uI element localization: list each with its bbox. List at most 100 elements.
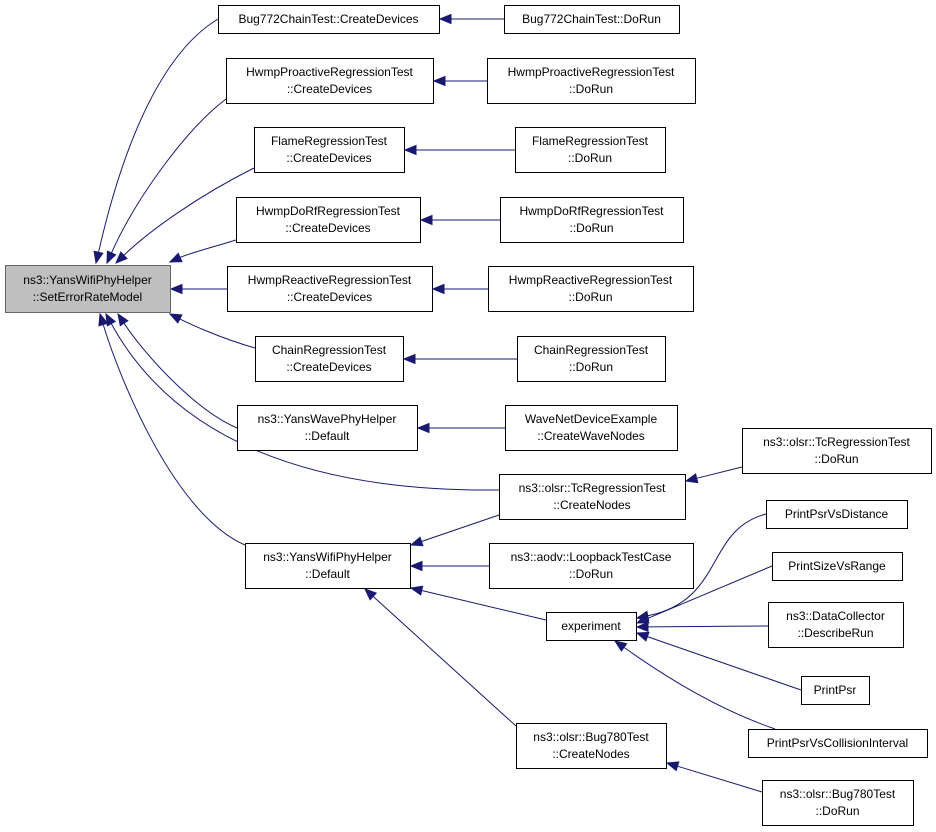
node-box[interactable] — [254, 127, 405, 173]
node-size-range[interactable]: PrintSizeVsRange — [772, 552, 903, 581]
node-label: ns3::YansWifiPhyHelper — [23, 273, 152, 287]
node-label: ns3::olsr::TcRegressionTest — [519, 481, 666, 495]
node-root[interactable]: ns3::YansWifiPhyHelper::SetErrorRateMode… — [5, 265, 171, 313]
node-box[interactable] — [762, 780, 914, 826]
node-box[interactable] — [255, 336, 404, 382]
node-hwmpdorf-create[interactable]: HwmpDoRfRegressionTest::CreateDevices — [236, 197, 421, 243]
call-edge-wave_nodes-to-wave_default — [416, 422, 505, 434]
node-datacollector[interactable]: ns3::DataCollector::DescribeRun — [768, 602, 904, 648]
node-flame-dorun[interactable]: FlameRegressionTest::DoRun — [515, 127, 666, 173]
node-label: PrintPsr — [814, 683, 857, 697]
node-box[interactable] — [227, 266, 433, 312]
node-bug780-dorun[interactable]: ns3::olsr::Bug780Test::DoRun — [762, 780, 914, 826]
node-bug772-create[interactable]: Bug772ChainTest::CreateDevices — [218, 5, 440, 34]
edge-arrowhead — [402, 353, 416, 365]
edge-line — [372, 596, 517, 727]
node-chain-create[interactable]: ChainRegressionTest::CreateDevices — [255, 336, 404, 382]
call-edge-tc_create-to-root — [105, 312, 500, 491]
node-box[interactable] — [772, 552, 903, 581]
edge-arrowhead — [168, 313, 183, 324]
edge-arrowhead — [665, 761, 680, 772]
edge-line — [111, 98, 227, 254]
node-box[interactable] — [505, 405, 678, 451]
call-edge-hwmppro_create-to-root — [106, 98, 227, 265]
node-label: ::DoRun — [569, 360, 613, 374]
call-nodes: ns3::YansWifiPhyHelper::SetErrorRateMode… — [5, 5, 932, 826]
edge-arrowhead — [98, 312, 109, 327]
node-box[interactable] — [236, 197, 421, 243]
node-flame-create[interactable]: FlameRegressionTest::CreateDevices — [254, 127, 405, 173]
node-box[interactable] — [742, 428, 932, 474]
call-edge-hwmpreact_dorun-to-hwmpreact_create — [431, 283, 488, 295]
node-label: ::CreateWaveNodes — [537, 429, 645, 443]
node-box[interactable] — [766, 500, 908, 529]
node-label: ::DoRun — [569, 221, 613, 235]
call-edge-hwmppro_dorun-to-hwmppro_create — [432, 75, 487, 87]
node-box[interactable] — [768, 602, 904, 648]
call-edge-psr_collision-to-experiment — [613, 640, 776, 730]
node-box[interactable] — [515, 127, 666, 173]
node-label: ::SetErrorRateModel — [33, 290, 142, 304]
node-box[interactable] — [500, 197, 684, 243]
node-box[interactable] — [237, 405, 418, 451]
node-label: ChainRegressionTest — [534, 343, 649, 357]
node-tc-dorun[interactable]: ns3::olsr::TcRegressionTest::DoRun — [742, 428, 932, 474]
node-hwmpreact-create[interactable]: HwmpReactiveRegressionTest::CreateDevice… — [227, 266, 433, 312]
call-edge-bug780_create-to-yans_default — [364, 588, 517, 727]
call-edge-chain_create-to-root — [168, 313, 256, 349]
node-label: ::CreateDevices — [286, 360, 371, 374]
node-box[interactable] — [748, 729, 928, 758]
node-printpsr[interactable]: PrintPsr — [801, 676, 870, 705]
node-box[interactable] — [516, 723, 667, 769]
node-bug780-create[interactable]: ns3::olsr::Bug780Test::CreateNodes — [516, 723, 667, 769]
node-chain-dorun[interactable]: ChainRegressionTest::DoRun — [517, 336, 666, 382]
call-edge-hwmpdorf_create-to-root — [168, 239, 237, 263]
node-box[interactable] — [226, 58, 434, 104]
node-hwmppro-dorun[interactable]: HwmpProactiveRegressionTest::DoRun — [487, 58, 696, 104]
edge-line — [647, 636, 802, 691]
node-box[interactable] — [487, 58, 696, 104]
node-psr-collision[interactable]: PrintPsrVsCollisionInterval — [748, 729, 928, 758]
node-psr-distance[interactable]: PrintPsrVsDistance — [766, 500, 908, 529]
node-label: WaveNetDeviceExample — [525, 412, 658, 426]
edge-line — [646, 565, 773, 620]
edge-line — [110, 323, 500, 491]
call-edge-flame_dorun-to-flame_create — [403, 144, 515, 156]
node-hwmpreact-dorun[interactable]: HwmpReactiveRegressionTest::DoRun — [488, 266, 694, 312]
node-label: ::DoRun — [569, 82, 613, 96]
edge-arrowhead — [419, 214, 433, 226]
node-box[interactable] — [517, 336, 666, 382]
node-wave-nodes[interactable]: WaveNetDeviceExample::CreateWaveNodes — [505, 405, 678, 451]
node-box[interactable] — [489, 543, 694, 589]
edge-arrowhead — [635, 631, 650, 642]
node-label: ::DoRun — [814, 452, 858, 466]
node-hwmpdorf-dorun[interactable]: HwmpDoRfRegressionTest::DoRun — [500, 197, 684, 243]
node-box[interactable] — [5, 265, 171, 313]
node-label: ns3::YansWavePhyHelper — [258, 412, 397, 426]
node-wave-default[interactable]: ns3::YansWavePhyHelper::Default — [237, 405, 418, 451]
call-edge-bug780_dorun-to-bug780_create — [665, 761, 763, 793]
node-box[interactable] — [801, 676, 870, 705]
node-box[interactable] — [218, 5, 440, 34]
node-box[interactable] — [504, 5, 680, 34]
call-edge-tc_dorun-to-tc_create — [684, 466, 743, 484]
node-box[interactable] — [488, 266, 694, 312]
node-box[interactable] — [546, 612, 637, 641]
node-box[interactable] — [499, 474, 686, 520]
node-hwmppro-create[interactable]: HwmpProactiveRegressionTest::CreateDevic… — [226, 58, 434, 104]
call-edge-bug772_dorun-to-bug772_create — [438, 13, 504, 25]
node-yans-default[interactable]: ns3::YansWifiPhyHelper::Default — [245, 543, 411, 589]
call-edge-tc_create-to-yans_default — [409, 514, 500, 547]
call-edge-hwmpdorf_dorun-to-hwmpdorf_create — [419, 214, 500, 226]
node-aodv-dorun[interactable]: ns3::aodv::LoopbackTestCase::DoRun — [489, 543, 694, 589]
node-label: ::CreateDevices — [287, 82, 372, 96]
node-experiment[interactable]: experiment — [546, 612, 637, 641]
edge-arrowhead — [169, 283, 183, 295]
edge-line — [98, 18, 219, 253]
node-bug772-dorun[interactable]: Bug772ChainTest::DoRun — [504, 5, 680, 34]
node-tc-create[interactable]: ns3::olsr::TcRegressionTest::CreateNodes — [499, 474, 686, 520]
node-box[interactable] — [245, 543, 411, 589]
node-label: HwmpReactiveRegressionTest — [509, 273, 673, 287]
edge-arrowhead — [409, 536, 424, 547]
